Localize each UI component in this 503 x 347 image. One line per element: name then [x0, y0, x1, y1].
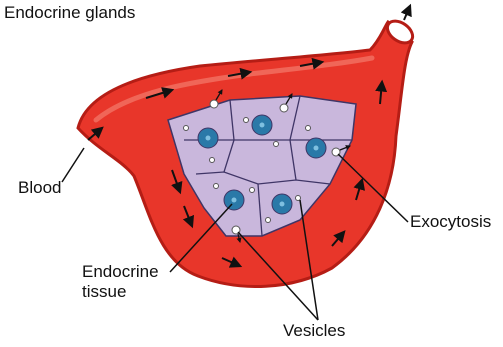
vesicle: [210, 158, 215, 163]
vesicle: [210, 100, 218, 108]
vesicle: [214, 184, 219, 189]
nucleus-center: [260, 123, 265, 128]
endocrine-tissue-label: Endocrine tissue: [82, 262, 172, 301]
vesicle: [184, 126, 189, 131]
nucleus-center: [280, 202, 285, 207]
vesicle: [296, 196, 301, 201]
vesicle: [274, 142, 279, 147]
nucleus-center: [314, 146, 319, 151]
diagram-title: Endocrine glands: [4, 3, 135, 23]
vesicle: [250, 188, 255, 193]
nucleus-center: [232, 198, 237, 203]
vesicle: [306, 126, 311, 131]
vesicle: [280, 104, 288, 112]
nucleus-center: [206, 136, 211, 141]
exocytosis-label: Exocytosis: [410, 212, 491, 232]
blood-leader-line: [62, 148, 84, 182]
vesicles-label: Vesicles: [283, 321, 345, 341]
vesicle: [244, 118, 249, 123]
blood-label: Blood: [18, 178, 61, 198]
vesicle: [266, 218, 271, 223]
